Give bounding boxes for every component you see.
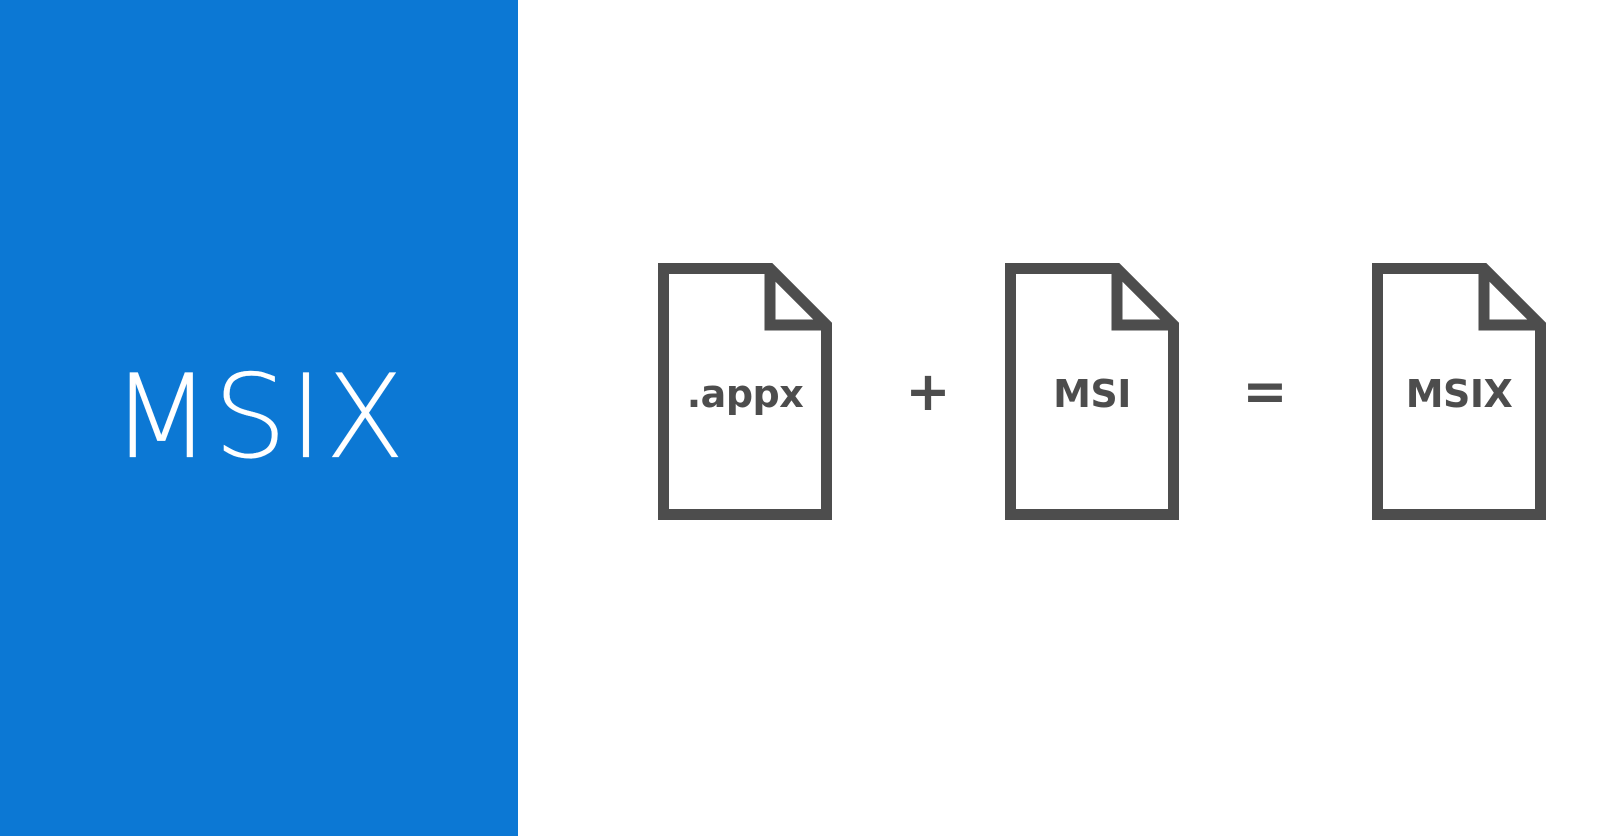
document-file-icon	[1372, 263, 1546, 520]
document-appx-label: .appx	[686, 371, 804, 416]
document-file-icon	[658, 263, 832, 520]
document-msi: MSI	[1005, 263, 1179, 520]
brand-panel: MSIX	[0, 0, 518, 836]
operator-plus: +	[905, 359, 951, 423]
document-msix-label: MSIX	[1405, 371, 1513, 416]
document-msi-label: MSI	[1053, 371, 1131, 416]
equation-area: .appx + MSI = MSIX	[518, 0, 1600, 836]
document-file-icon	[1005, 263, 1179, 520]
brand-wordmark: MSIX	[111, 350, 407, 485]
operator-equals: =	[1242, 359, 1288, 423]
document-appx: .appx	[658, 263, 832, 520]
document-msix: MSIX	[1372, 263, 1546, 520]
